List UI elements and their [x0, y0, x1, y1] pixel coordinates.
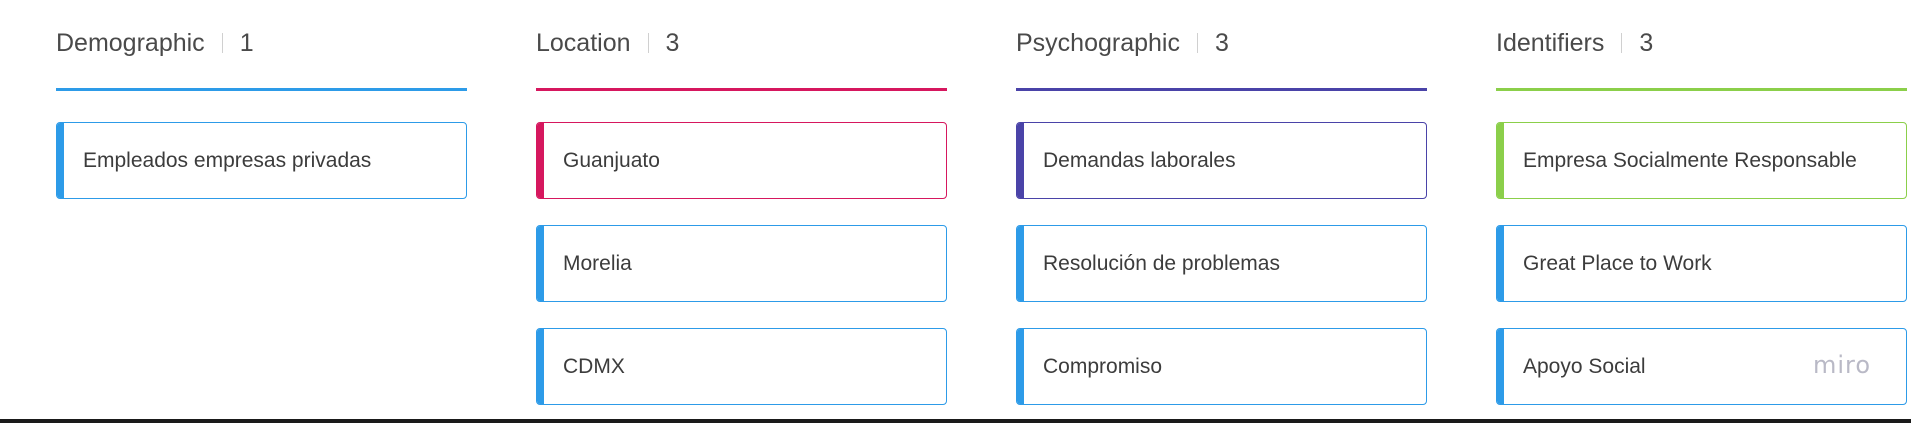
- header-divider: [1196, 33, 1198, 53]
- header-divider: [647, 33, 649, 53]
- sticky-card[interactable]: Resolución de problemas: [1016, 225, 1427, 302]
- card-label: Apoyo Social: [1523, 354, 1646, 378]
- column-count: 1: [239, 28, 254, 57]
- bottom-border: [0, 419, 1911, 423]
- card-label: Morelia: [563, 251, 632, 275]
- header-divider: [221, 33, 223, 53]
- column-rule: [536, 88, 947, 91]
- sticky-card[interactable]: Guanjuato: [536, 122, 947, 199]
- column-header[interactable]: Identifiers 3: [1496, 25, 1653, 61]
- column-rule: [1496, 88, 1907, 91]
- card-label: CDMX: [563, 354, 625, 378]
- card-label: Empresa Socialmente Responsable: [1523, 148, 1857, 172]
- sticky-card[interactable]: Great Place to Work: [1496, 225, 1907, 302]
- card-label: Empleados empresas privadas: [83, 148, 372, 172]
- card-label: Demandas laborales: [1043, 148, 1236, 172]
- sticky-card[interactable]: Demandas laborales: [1016, 122, 1427, 199]
- column-title: Demographic: [56, 28, 205, 57]
- card-label: Great Place to Work: [1523, 251, 1712, 275]
- sticky-card[interactable]: Empresa Socialmente Responsable: [1496, 122, 1907, 199]
- column-header[interactable]: Demographic 1: [56, 25, 254, 61]
- column-title: Location: [536, 28, 631, 57]
- column-title: Identifiers: [1496, 28, 1605, 57]
- column-header[interactable]: Location 3: [536, 25, 679, 61]
- sticky-card[interactable]: Morelia: [536, 225, 947, 302]
- card-label: Compromiso: [1043, 354, 1163, 378]
- column-count: 3: [1639, 28, 1654, 57]
- column-title: Psychographic: [1016, 28, 1180, 57]
- column-rule: [56, 88, 467, 91]
- miro-watermark: miro: [1813, 351, 1872, 379]
- card-label: Resolución de problemas: [1043, 251, 1280, 275]
- column-count: 3: [665, 28, 680, 57]
- column-count: 3: [1214, 28, 1229, 57]
- sticky-card[interactable]: Empleados empresas privadas: [56, 122, 467, 199]
- card-label: Guanjuato: [563, 148, 660, 172]
- sticky-card[interactable]: CDMX: [536, 328, 947, 405]
- header-divider: [1621, 33, 1623, 53]
- sticky-card[interactable]: Compromiso: [1016, 328, 1427, 405]
- column-rule: [1016, 88, 1427, 91]
- sticky-card[interactable]: Apoyo Social: [1496, 328, 1907, 405]
- column-header[interactable]: Psychographic 3: [1016, 25, 1229, 61]
